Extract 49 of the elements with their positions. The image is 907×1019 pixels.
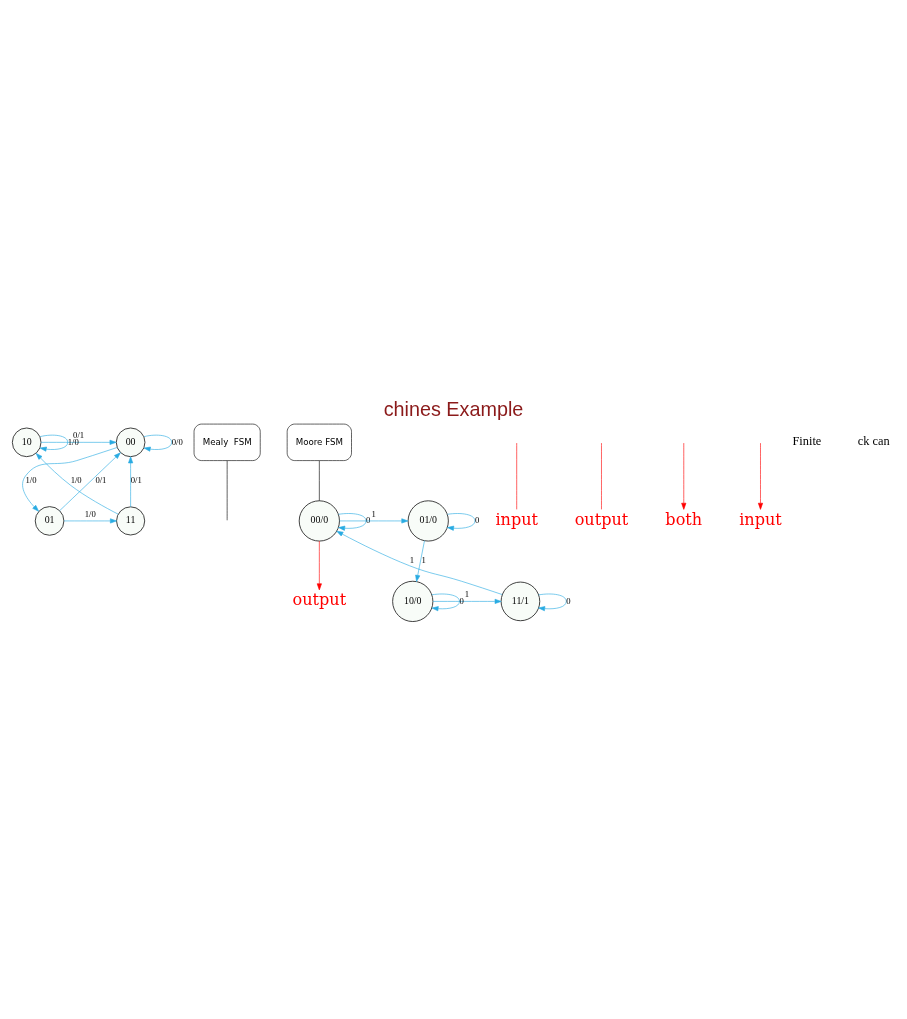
- edge-label: 0/1: [95, 474, 107, 485]
- node-text: input: [495, 509, 539, 529]
- edge-label: 1/0: [25, 474, 37, 485]
- node-circle: 00/0: [298, 500, 340, 542]
- edge-label: 1: [409, 555, 414, 566]
- arrow: [128, 456, 134, 508]
- edge-label: 0: [366, 515, 371, 526]
- arrow: [538, 593, 567, 612]
- label: ck can: [857, 434, 890, 449]
- arrow: [22, 447, 118, 512]
- arrow: [143, 434, 172, 452]
- edge-label: 1: [421, 555, 426, 566]
- arrow: [35, 453, 119, 515]
- edge-label: 1: [371, 508, 376, 519]
- node-circle: 11/1: [500, 581, 541, 622]
- arrow: [63, 518, 117, 524]
- edge-label: 0: [459, 595, 464, 606]
- node-box: Moore FSM: [286, 423, 352, 461]
- edge-label: 1/0: [84, 508, 96, 519]
- arrow: [316, 540, 322, 591]
- arrow: [339, 518, 409, 524]
- arrow: [40, 439, 117, 445]
- edge-label: 0/1: [130, 474, 142, 485]
- node-text: output: [574, 509, 629, 529]
- arrow: [39, 434, 69, 452]
- node-circle: 11: [116, 506, 146, 536]
- connector: [319, 460, 320, 502]
- node-circle: 01/0: [407, 500, 449, 542]
- arrow: [447, 513, 476, 531]
- edge-label: 1: [464, 589, 470, 600]
- node-text: both: [665, 509, 703, 529]
- label: Finite: [792, 434, 822, 449]
- diagram-title: chines Example: [383, 397, 524, 420]
- edge-label: 0: [566, 595, 571, 606]
- node-box: Mealy FSM: [193, 423, 261, 461]
- node-circle: 10/0: [392, 580, 434, 622]
- edge-label: 1/0: [70, 474, 82, 485]
- edge-label: 0: [474, 515, 480, 526]
- arrow: [431, 593, 460, 612]
- node-text: input: [739, 509, 782, 529]
- arrow: [59, 452, 121, 511]
- arrow: [758, 442, 763, 510]
- arrow: [432, 598, 502, 604]
- arrow: [415, 540, 425, 582]
- arrow: [336, 530, 503, 595]
- arrow: [681, 442, 687, 510]
- arrow: [338, 513, 367, 531]
- edge-label: 0/0: [171, 436, 183, 447]
- node-text: output: [292, 590, 347, 610]
